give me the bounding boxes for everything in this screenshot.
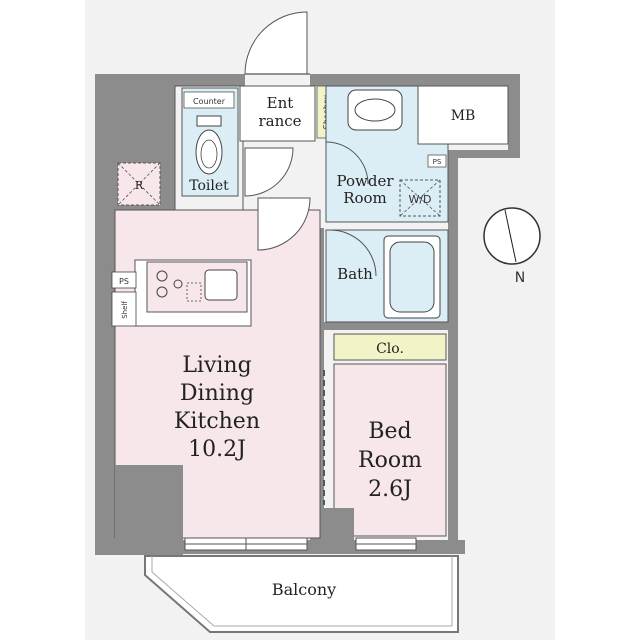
wd-label: W/D — [408, 193, 431, 206]
ldk-label-2: Dining — [180, 381, 254, 406]
mb-label: MB — [451, 108, 476, 124]
refrigerator — [117, 162, 161, 206]
closet — [333, 333, 447, 361]
entrance-label-2: rance — [258, 112, 301, 130]
toilet-door — [244, 147, 294, 197]
compass-north-label: N — [515, 270, 525, 286]
kitchen-ps-label: PS — [119, 277, 129, 286]
compass: N — [483, 207, 541, 286]
bedroom-label-2: Room — [358, 448, 422, 473]
counter-label: Counter — [193, 97, 226, 106]
powder-room-label-1: Powder — [336, 172, 394, 190]
ldk-door — [257, 197, 311, 251]
balcony-label: Balcony — [272, 580, 336, 599]
ldk-label-3: Kitchen — [174, 409, 260, 434]
refrigerator-label: R — [135, 179, 144, 192]
entrance-area — [239, 85, 316, 142]
toilet-label: Toilet — [189, 178, 229, 194]
balcony — [144, 555, 459, 633]
mb-box — [417, 85, 509, 145]
bedroom-label-1: Bed — [368, 419, 411, 444]
entrance-label-1: Ent — [267, 94, 294, 112]
bath-label: Bath — [337, 265, 373, 283]
ps-box — [427, 154, 447, 168]
bedroom-label-3: 2.6J — [368, 477, 412, 502]
powder-room-label-2: Room — [343, 189, 387, 207]
ps-label: PS — [433, 158, 442, 166]
entrance-door — [244, 11, 308, 75]
ldk-label-4: 10.2J — [188, 437, 246, 462]
bedroom-floor — [333, 363, 447, 537]
compass-ring — [483, 207, 541, 265]
windows — [184, 537, 417, 551]
closet-label: Clo. — [376, 341, 404, 357]
ldk-label-1: Living — [182, 353, 251, 378]
shelf-label: Shelf — [121, 301, 129, 319]
